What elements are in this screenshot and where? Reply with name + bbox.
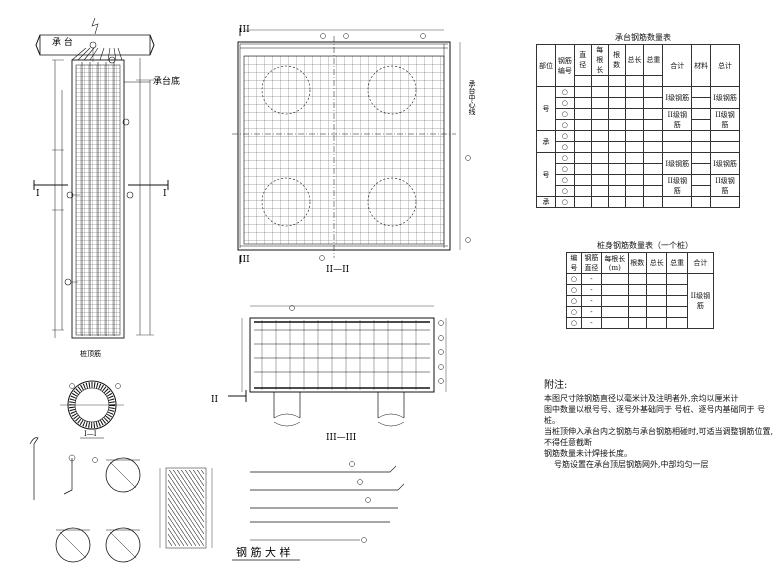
- table-row: ○-: [566, 284, 714, 296]
- table-header-cell: 合计: [686, 252, 715, 274]
- note-line: 本图尺寸除钢筋直径以毫米计及注明者外,余均以厘米计: [544, 394, 739, 403]
- plan-view-label: II—II: [326, 265, 350, 275]
- group-label: 承: [536, 196, 556, 208]
- steel-grade-cell: I级钢筋: [710, 86, 740, 109]
- section-III-view-label: III—III: [326, 433, 357, 443]
- section-I-left: I: [36, 189, 40, 199]
- section-I-right: I: [163, 189, 167, 199]
- table-header-cell: 每根长(m): [601, 252, 629, 274]
- table-row: ○: [537, 185, 740, 197]
- group-label: 号: [536, 86, 556, 131]
- table-row: ○: [537, 119, 740, 131]
- table2-title: 桩身钢筋数量表（一个桩）: [597, 241, 693, 250]
- group-label: 号: [536, 152, 556, 197]
- rebar-detail-hooks: [29, 437, 141, 563]
- steel-grade-cell: I级钢筋: [710, 152, 740, 175]
- table-row: ○: [537, 97, 740, 109]
- notes-heading: 附注:: [544, 380, 568, 391]
- rebar-spiral-detail: [159, 467, 213, 549]
- table-row: 部位 钢筋编号 直径 每根长 根数 总长 总重 合计 材料 总计: [536, 44, 740, 87]
- pile-section-label: 桩顶筋: [80, 349, 101, 358]
- section-III-III-view: [228, 305, 447, 427]
- table-row: ○II级钢筋 II级钢筋: [537, 108, 740, 131]
- section-II-mark: II: [211, 395, 219, 405]
- rebar-straight-bars: [250, 461, 405, 543]
- plan-section-III-top: III: [239, 25, 250, 35]
- rebar-detail-title: 钢 筋 大 样: [236, 545, 291, 559]
- table-row: 编号 钢筋直径 每根长(m) 根数 总长 总重 合计: [566, 252, 715, 274]
- section-I-I-view: [60, 380, 124, 439]
- steel-grade-cell: II级钢筋: [662, 108, 693, 131]
- center-line-label: 承台中心线: [468, 79, 476, 115]
- section-I-I-label: I—I: [84, 430, 97, 438]
- table-row: ○-: [566, 317, 714, 329]
- table-row: ○: [537, 141, 740, 153]
- table-row: 承○: [536, 130, 740, 153]
- table-header-cell: 部位: [536, 44, 556, 87]
- table-header-cell: 合计: [662, 44, 693, 87]
- steel-grade-cell: II级钢筋: [710, 174, 740, 197]
- table-header-cell: 总长: [624, 44, 645, 76]
- plan-section-III-bottom: III: [239, 255, 250, 265]
- table-header-cell: 根数: [627, 252, 648, 274]
- table-header-cell: 总重: [643, 44, 664, 76]
- pile-elevation: [33, 17, 169, 339]
- steel-grade-cell: II级钢筋: [710, 108, 740, 131]
- steel-grade-cell: I级钢筋: [662, 152, 693, 175]
- steel-grade-cell: II级钢筋: [686, 273, 715, 329]
- table-header-cell: 编号: [566, 252, 582, 274]
- plan-view-II-II: [232, 28, 471, 264]
- table-header-cell: 根数: [607, 44, 626, 76]
- cap-label: 承 台: [52, 36, 73, 48]
- note-line: 钢筋数量未计焊接长度。: [544, 449, 632, 458]
- table-header-cell: 总计: [710, 44, 740, 87]
- table-row: ○-II级钢筋: [566, 273, 715, 329]
- steel-grade-cell: I级钢筋: [662, 86, 693, 109]
- group-label: 承: [536, 130, 556, 153]
- table-row: 承○: [536, 196, 740, 208]
- table1-title: 承台钢筋数量表: [615, 33, 671, 42]
- note-line: 号筋设置在承台顶层钢筋网外,中部均匀一层: [554, 460, 709, 469]
- table-header-cell: 每根长: [590, 44, 609, 76]
- cap-bottom-label: 承台底: [153, 75, 180, 87]
- note-line: 当桩顶伸入承台内之钢筋与承台钢筋相碰时,可适当调整钢筋位置,不得任意截断: [544, 427, 774, 447]
- table-header-cell: 材料: [691, 44, 712, 87]
- table-header-cell: 总长: [646, 252, 668, 274]
- table-header-cell: 钢筋编号: [554, 44, 575, 87]
- table-row: ○: [537, 163, 740, 175]
- table-row: ○II级钢筋 II级钢筋: [537, 174, 740, 197]
- steel-grade-cell: II级钢筋: [662, 174, 693, 197]
- table-header-cell: 直径: [573, 44, 592, 76]
- note-line: 图中数量以根号号、逐号外基础同于 号桩、逐号内基础同于 号桩。: [544, 405, 766, 425]
- table-header-cell: 钢筋直径: [580, 252, 603, 274]
- table-header-cell: 总重: [666, 252, 688, 274]
- table2: 编号 钢筋直径 每根长(m) 根数 总长 总重 合计 ○-II级钢筋 ○- ○-…: [566, 252, 715, 329]
- notes-block: 附注: 本图尺寸除钢筋直径以毫米计及注明者外,余均以厘米计 图中数量以根号号、逐…: [544, 380, 776, 470]
